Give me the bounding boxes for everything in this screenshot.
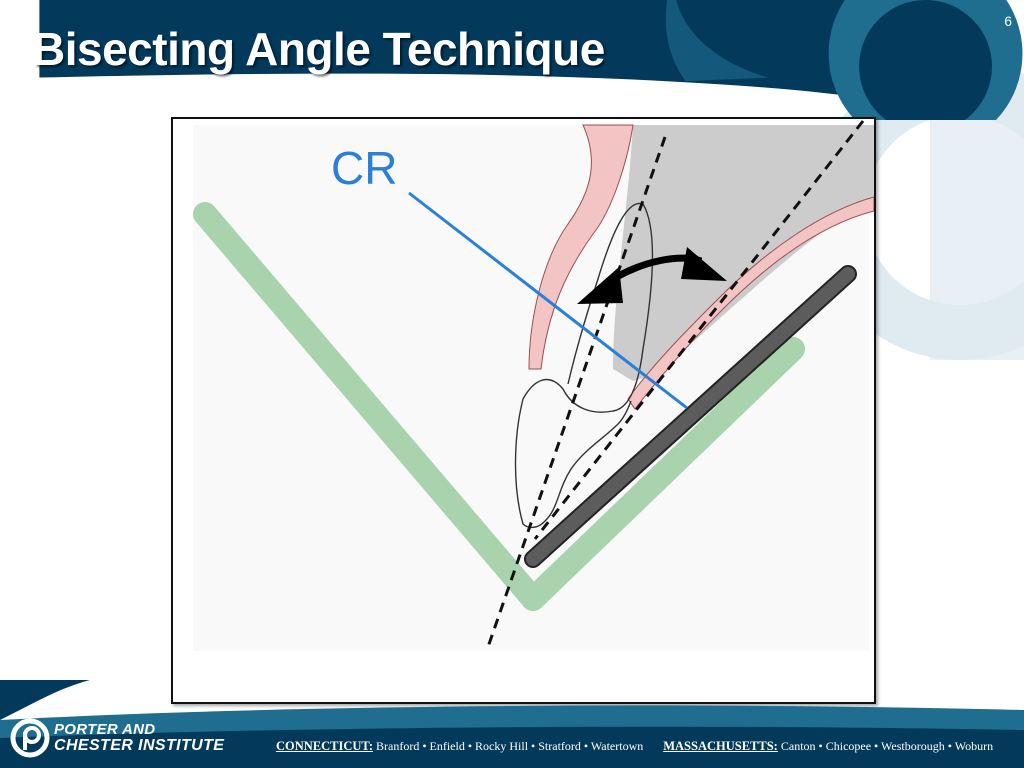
massachusetts-towns: Canton • Chicopee • Westborough • Woburn	[780, 739, 994, 753]
figure-diagram: CR	[193, 120, 874, 651]
connecticut-label: CONNECTICUT:	[276, 739, 373, 753]
porter-chester-logo-icon	[10, 718, 50, 758]
bisecting-line	[533, 120, 865, 540]
central-ray-line	[408, 191, 688, 410]
page-number: 6	[1004, 13, 1012, 29]
massachusetts-label: MASSACHUSETTS:	[663, 739, 778, 753]
campus-locations: CONNECTICUT: Branford • Enfield • Rocky …	[276, 739, 993, 754]
slide-title: Bisecting Angle Technique	[32, 23, 605, 75]
connecticut-towns: Branford • Enfield • Rocky Hill • Stratf…	[376, 739, 644, 753]
film-plane-vertical	[521, 337, 805, 611]
tooth-outline	[514, 202, 654, 529]
brand-name: PORTER AND CHESTER INSTITUTE	[54, 722, 224, 754]
brand-line-2: CHESTER INSTITUTE	[54, 737, 225, 754]
brand-line-1: PORTER AND	[54, 721, 156, 738]
film-plane-horizontal	[193, 202, 545, 611]
bisecting-angle-figure: CR	[171, 117, 876, 704]
arrow-head-right	[681, 247, 727, 281]
footer-band	[0, 680, 1024, 768]
header-band	[39, 0, 1023, 120]
cr-label: CR	[331, 142, 397, 194]
tooth-long-axis	[486, 136, 667, 648]
gum-tissue-upper	[528, 124, 634, 370]
gum-tissue-lower	[627, 196, 874, 410]
arrow-head-left	[577, 267, 623, 304]
